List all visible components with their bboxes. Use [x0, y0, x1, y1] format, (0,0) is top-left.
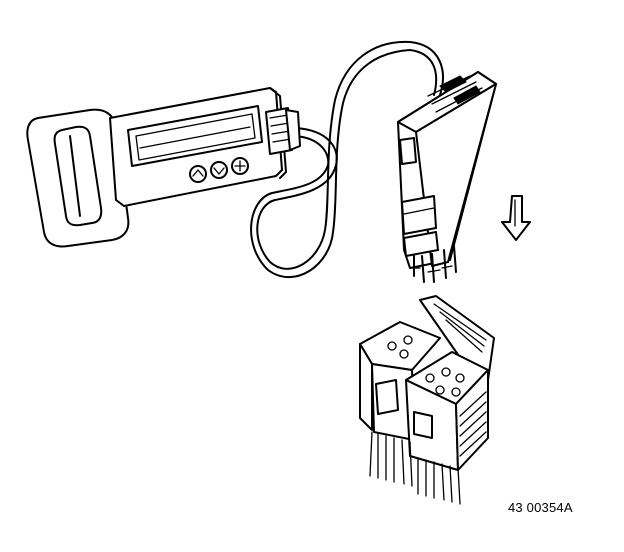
- relay-module: [397, 71, 497, 283]
- wiring-connector: [359, 295, 495, 505]
- scan-tool: [26, 87, 301, 248]
- scan-tool-display: [127, 105, 263, 167]
- scan-tool-keypad: [189, 157, 249, 183]
- relay-pins: [409, 245, 457, 283]
- test-cable: [250, 40, 444, 279]
- figure-reference-code: 43 00354A: [508, 500, 573, 515]
- connector-wires: [369, 431, 461, 505]
- down-arrow-icon: [501, 195, 531, 241]
